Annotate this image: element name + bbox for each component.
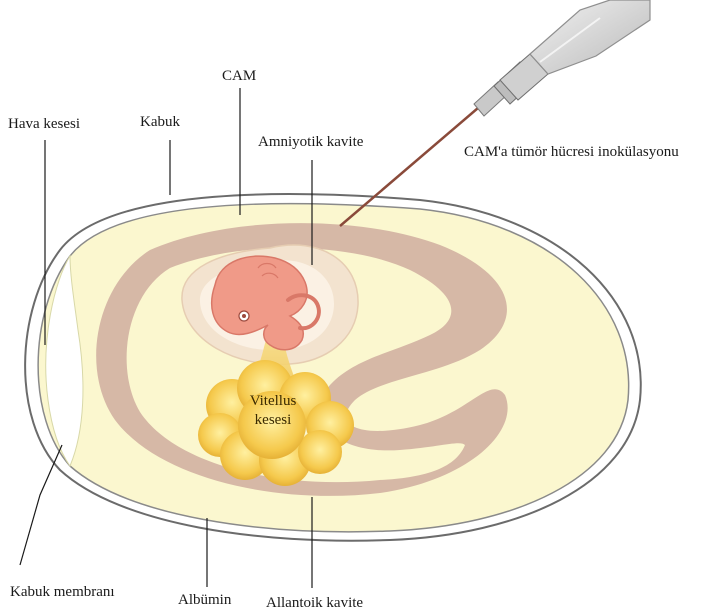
- label-hava-kesesi: Hava kesesi: [8, 115, 80, 133]
- label-albumin: Albümin: [178, 591, 231, 609]
- label-allantoik-kavite: Allantoik kavite: [266, 594, 363, 612]
- label-vitellus-line1: Vitellus: [236, 392, 310, 411]
- syringe-icon: [340, 0, 650, 226]
- label-inokulasyon: CAM'a tümör hücresi inokülasyonu: [464, 143, 679, 161]
- label-vitellus-line2: kesesi: [236, 411, 310, 430]
- label-kabuk: Kabuk: [140, 113, 180, 131]
- label-vitellus-kesesi: Vitellus kesesi: [236, 392, 310, 430]
- label-amniyotik-kavite: Amniyotik kavite: [258, 133, 363, 151]
- label-kabuk-membrani: Kabuk membranı: [10, 583, 115, 601]
- label-cam: CAM: [222, 67, 256, 85]
